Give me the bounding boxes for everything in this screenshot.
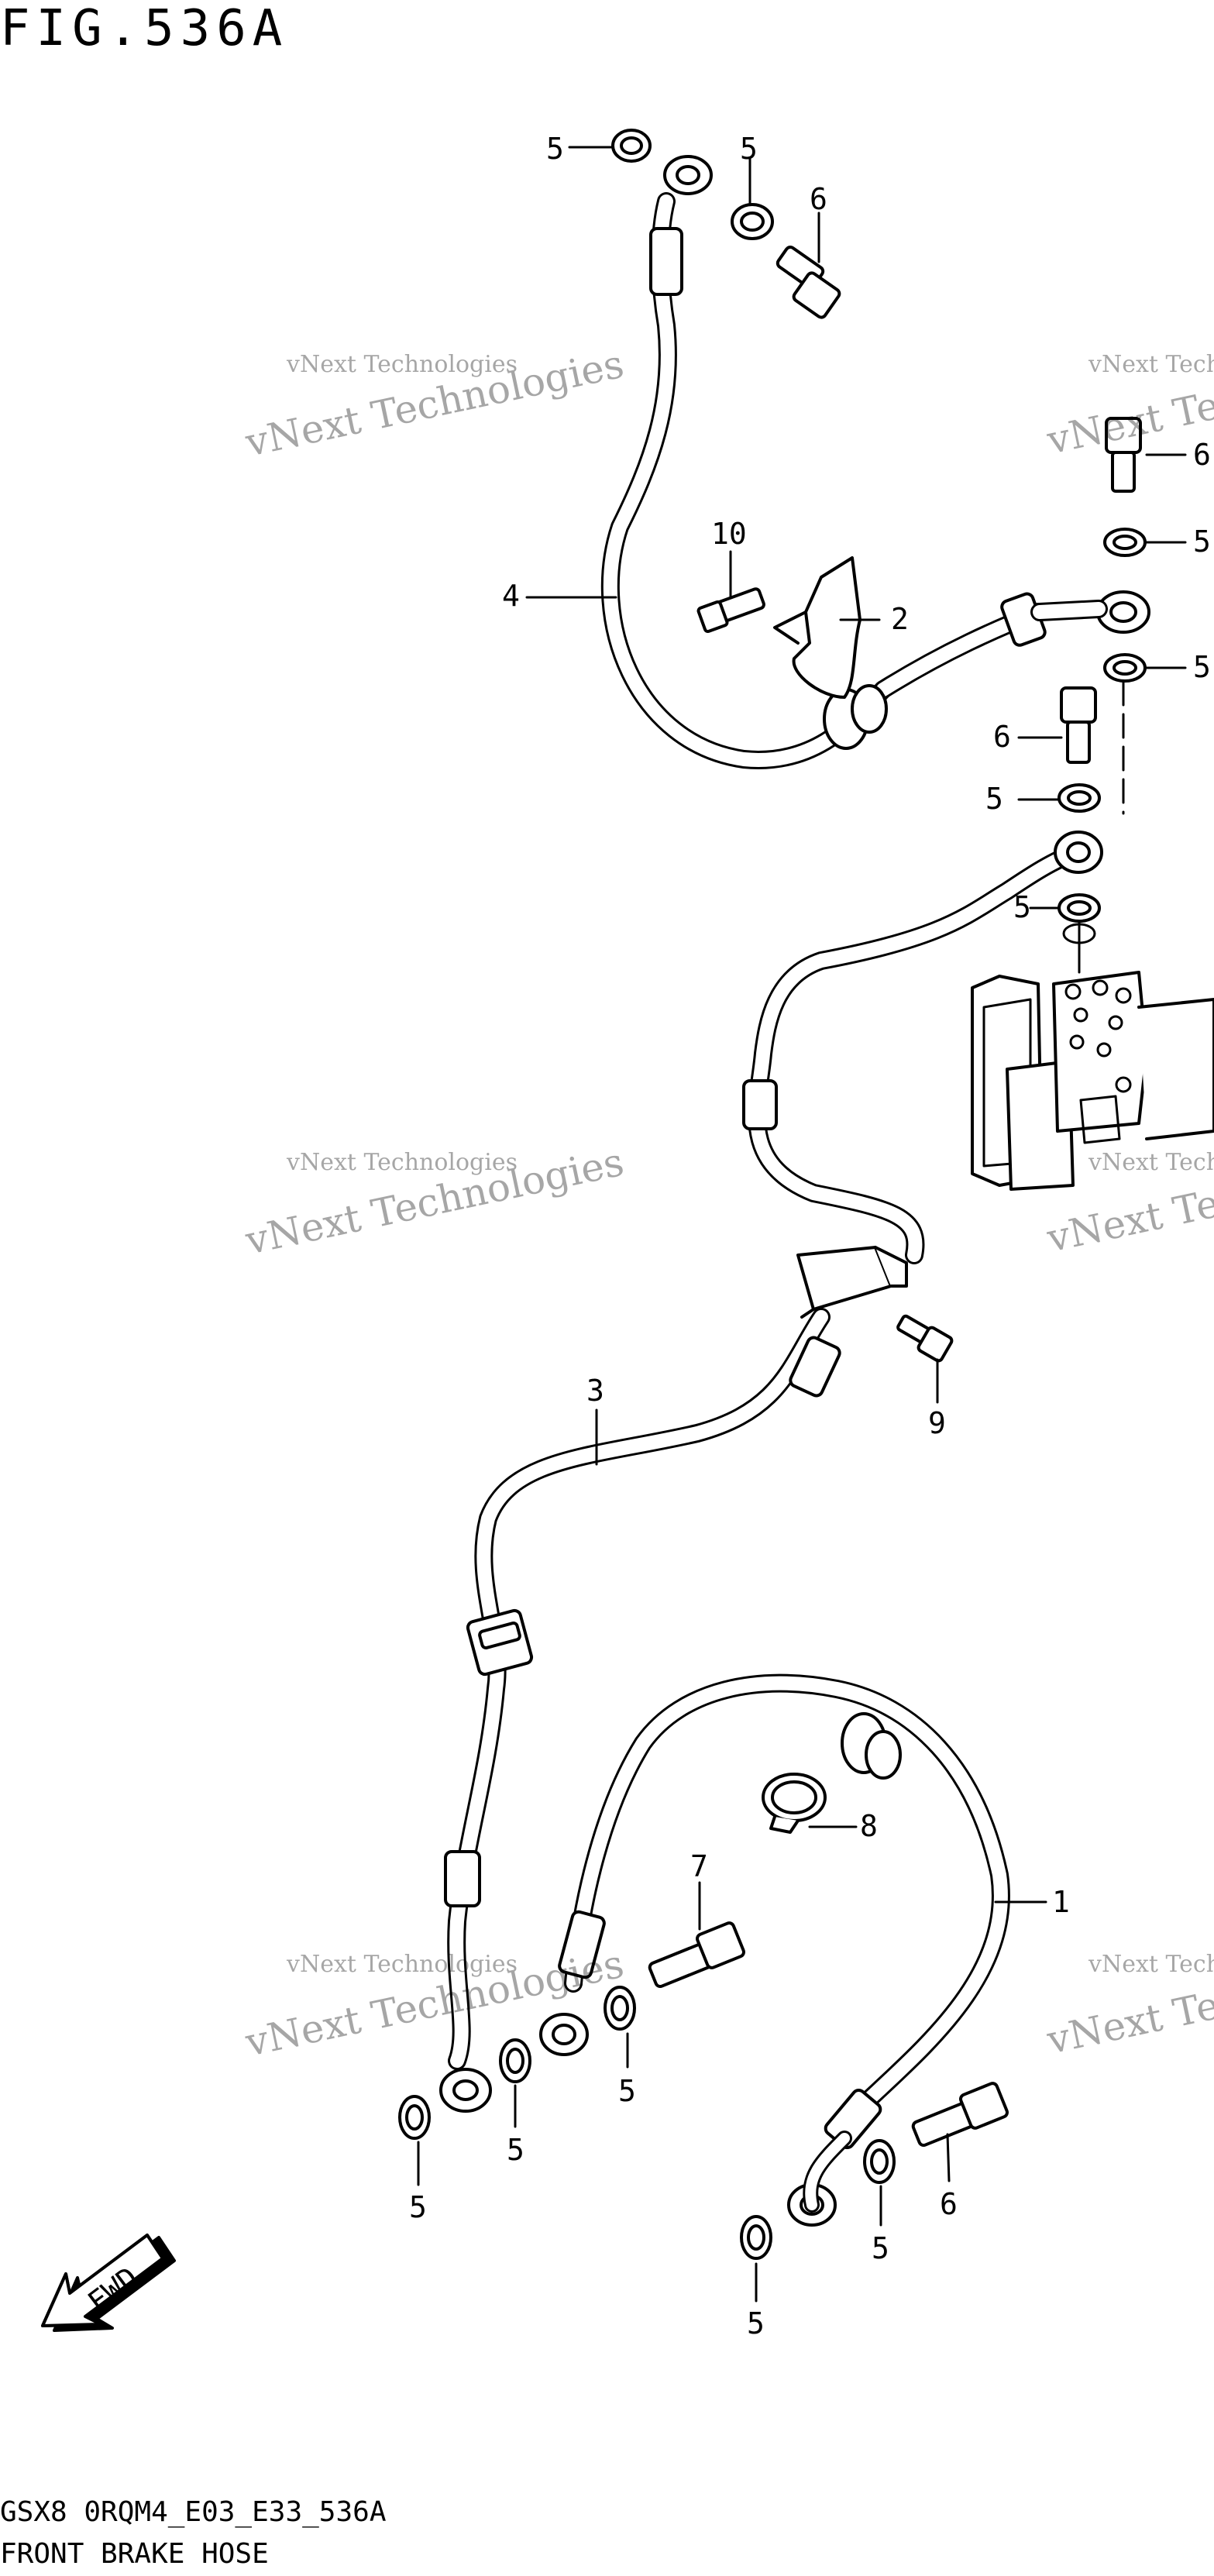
washer-5 xyxy=(1103,528,1147,557)
callout-label: 6 xyxy=(1193,438,1211,472)
watermark-text: vNext Technologies xyxy=(1088,351,1214,378)
callout-label: 1 xyxy=(1052,1885,1070,1919)
model-code: GSX8 0RQM4_E03_E33_536A xyxy=(0,2496,387,2528)
union-bolt-6 xyxy=(776,246,841,319)
callout-label: 4 xyxy=(502,579,520,613)
callout-label: 6 xyxy=(810,182,827,216)
callouts: 5 5 6 6 5 10 2 4 5 6 5 5 3 9 8 7 1 5 5 5… xyxy=(409,132,1211,2340)
hose-clamp xyxy=(466,1608,534,1677)
callout-label: 7 xyxy=(690,1849,708,1883)
washer-5 xyxy=(1103,653,1147,683)
callout-label: 5 xyxy=(747,2306,765,2340)
figure-caption: FRONT BRAKE HOSE xyxy=(0,2538,269,2570)
washer-5 xyxy=(740,2215,772,2260)
union-bolt-7 xyxy=(648,1921,745,1989)
watermark-text: vNext Technologies xyxy=(1088,1951,1214,1978)
union-bolt-6 xyxy=(1060,686,1097,764)
bracket-2 xyxy=(773,556,861,699)
brake-hose-4 xyxy=(600,155,1150,769)
abs-unit xyxy=(971,971,1214,1191)
callout-label: 5 xyxy=(1193,650,1211,684)
brake-hose-1 xyxy=(539,1673,1010,2227)
callout-label: 5 xyxy=(872,2231,889,2265)
bolt-10 xyxy=(696,587,765,634)
watermark-text: vNext Technologies xyxy=(1088,1149,1214,1176)
callout-label: 5 xyxy=(985,782,1003,816)
washer-5 xyxy=(863,2139,896,2184)
callout-label: 2 xyxy=(891,602,909,636)
callout-label: 8 xyxy=(860,1809,878,1843)
washer-5 xyxy=(499,2038,531,2083)
washer-5 xyxy=(731,203,774,240)
fwd-arrow-icon xyxy=(41,2234,176,2332)
union-bolt-6 xyxy=(911,2082,1009,2148)
washer-5 xyxy=(1058,893,1101,923)
washer-5 xyxy=(604,1986,636,2031)
callout-label: 5 xyxy=(618,2074,636,2108)
callout-label: 5 xyxy=(1193,524,1211,559)
callout-label: 9 xyxy=(928,1406,946,1440)
callout-label: 5 xyxy=(1013,890,1031,924)
callout-label: 10 xyxy=(711,517,747,551)
grommet xyxy=(823,684,888,750)
callout-label: 5 xyxy=(546,132,564,166)
brake-hose-3 xyxy=(439,831,1103,2113)
callout-label: 5 xyxy=(507,2133,524,2167)
figure-title: FIG.536A xyxy=(0,0,289,57)
watermark-text: vNext Technologies xyxy=(286,1951,518,1978)
leader-lines xyxy=(417,146,1187,2303)
callout-label: 5 xyxy=(409,2190,427,2224)
washer-5 xyxy=(611,129,652,163)
union-bolt-6 xyxy=(1105,417,1142,493)
clamp-8 xyxy=(762,1773,827,1834)
watermark-text: vNext Technologies xyxy=(286,351,518,378)
hose-joint xyxy=(796,1246,908,1319)
callout-label: 3 xyxy=(586,1374,604,1408)
washer-5 xyxy=(398,2095,431,2140)
bolt-9 xyxy=(896,1314,954,1363)
callout-label: 6 xyxy=(940,2187,958,2221)
washer-5 xyxy=(1058,783,1101,813)
callout-label: 5 xyxy=(740,132,758,166)
watermark-text: vNext Technologies xyxy=(286,1149,518,1176)
callout-label: 6 xyxy=(993,720,1011,754)
